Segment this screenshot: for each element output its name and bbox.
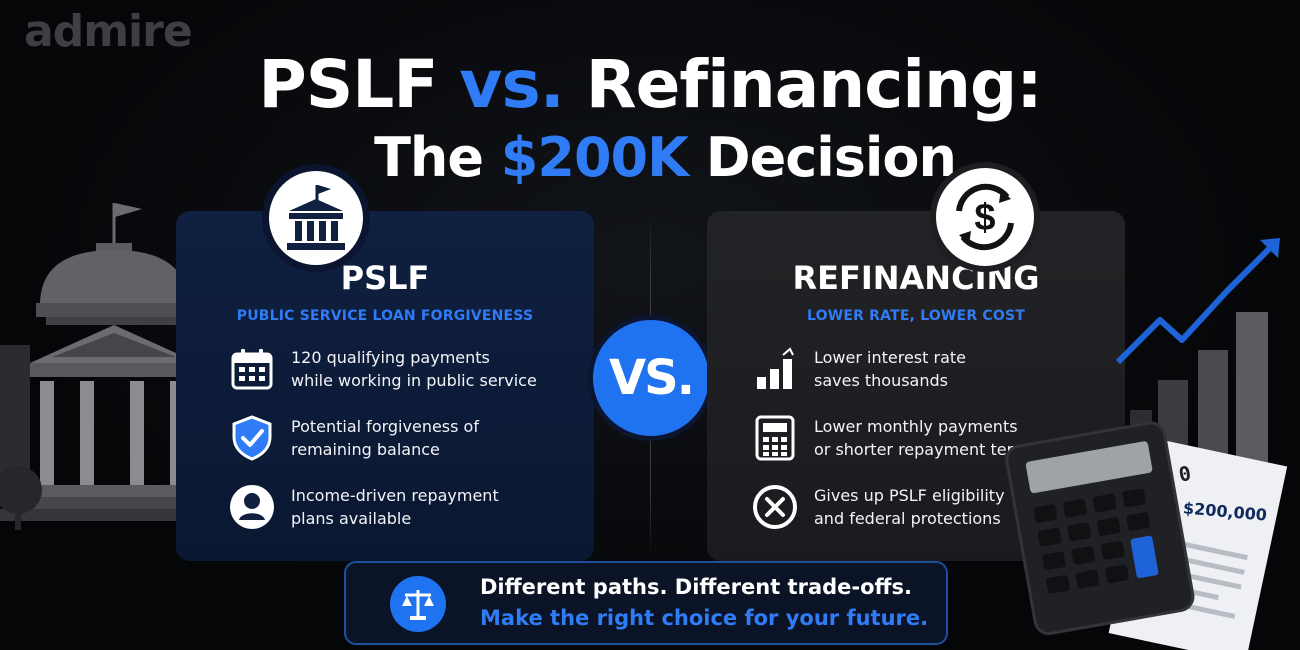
capitol-icon	[287, 185, 345, 250]
headline-line-1: PSLF vs. Refinancing:	[0, 46, 1300, 123]
refinancing-item-line: Lower monthly payments	[814, 417, 1018, 436]
bar-chart-icon	[751, 345, 799, 393]
refinancing-badge: $	[930, 162, 1040, 272]
refinancing-item-line: Lower interest rate	[814, 348, 966, 367]
pslf-subtitle: PUBLIC SERVICE LOAN FORGIVENESS	[236, 308, 534, 324]
vs-circle: VS.	[588, 315, 714, 441]
pslf-item-line: remaining balance	[291, 440, 440, 459]
pslf-item: 120 qualifying payments while working in…	[228, 345, 568, 393]
headline-decision: Decision	[705, 126, 957, 189]
bottom-banner: Different paths. Different trade-offs. M…	[344, 561, 948, 645]
banner-tagline: Make the right choice for your future.	[480, 606, 929, 630]
banner-headline: Different paths. Different trade-offs.	[480, 575, 913, 599]
refinancing-item: Lower interest rate saves thousands	[751, 345, 1091, 393]
pslf-item-line: plans available	[291, 509, 412, 528]
headline-pslf: PSLF	[258, 46, 438, 123]
pslf-item-line: 120 qualifying payments	[291, 348, 490, 367]
dollar-cycle-icon: $	[956, 183, 1014, 251]
calculator-icon	[751, 414, 799, 462]
pslf-item-line: while working in public service	[291, 371, 537, 390]
headline-amount: $200K	[500, 126, 689, 189]
headline-line-2: The $200K Decision	[0, 126, 1300, 189]
headline-vs: vs.	[459, 46, 564, 123]
pslf-item: Income-driven repayment plans available	[228, 483, 568, 531]
brand-logo: admire	[24, 6, 193, 57]
refinancing-item: Lower monthly payments or shorter repaym…	[751, 414, 1091, 462]
government-building-icon	[0, 203, 200, 530]
pslf-badge	[262, 164, 370, 272]
refinancing-item-line: saves thousands	[814, 371, 948, 390]
svg-text:$: $	[974, 197, 995, 239]
headline-the: The	[374, 126, 484, 189]
shield-check-icon	[228, 414, 276, 462]
refinancing-title: REFINANCING	[792, 259, 1040, 297]
scales-icon	[390, 576, 446, 632]
pslf-card: PSLF PUBLIC SERVICE LOAN FORGIVENESS 120…	[176, 211, 594, 561]
refinancing-subtitle: LOWER RATE, LOWER COST	[806, 308, 1025, 324]
person-icon	[228, 483, 276, 531]
headline-refinancing: Refinancing:	[585, 46, 1043, 123]
pslf-title: PSLF	[340, 259, 430, 297]
calendar-icon	[228, 345, 276, 393]
refinancing-item: Gives up PSLF eligibility and federal pr…	[751, 483, 1091, 531]
refinancing-item-line: and federal protections	[814, 509, 1001, 528]
x-circle-icon	[751, 483, 799, 531]
pslf-item-line: Potential forgiveness of	[291, 417, 479, 436]
refinancing-item-line: Gives up PSLF eligibility	[814, 486, 1005, 505]
pslf-item-line: Income-driven repayment	[291, 486, 499, 505]
refinancing-item-line: or shorter repayment term	[814, 440, 1029, 459]
calculator-document-icon	[1005, 421, 1288, 650]
pslf-item: Potential forgiveness of remaining balan…	[228, 414, 568, 462]
